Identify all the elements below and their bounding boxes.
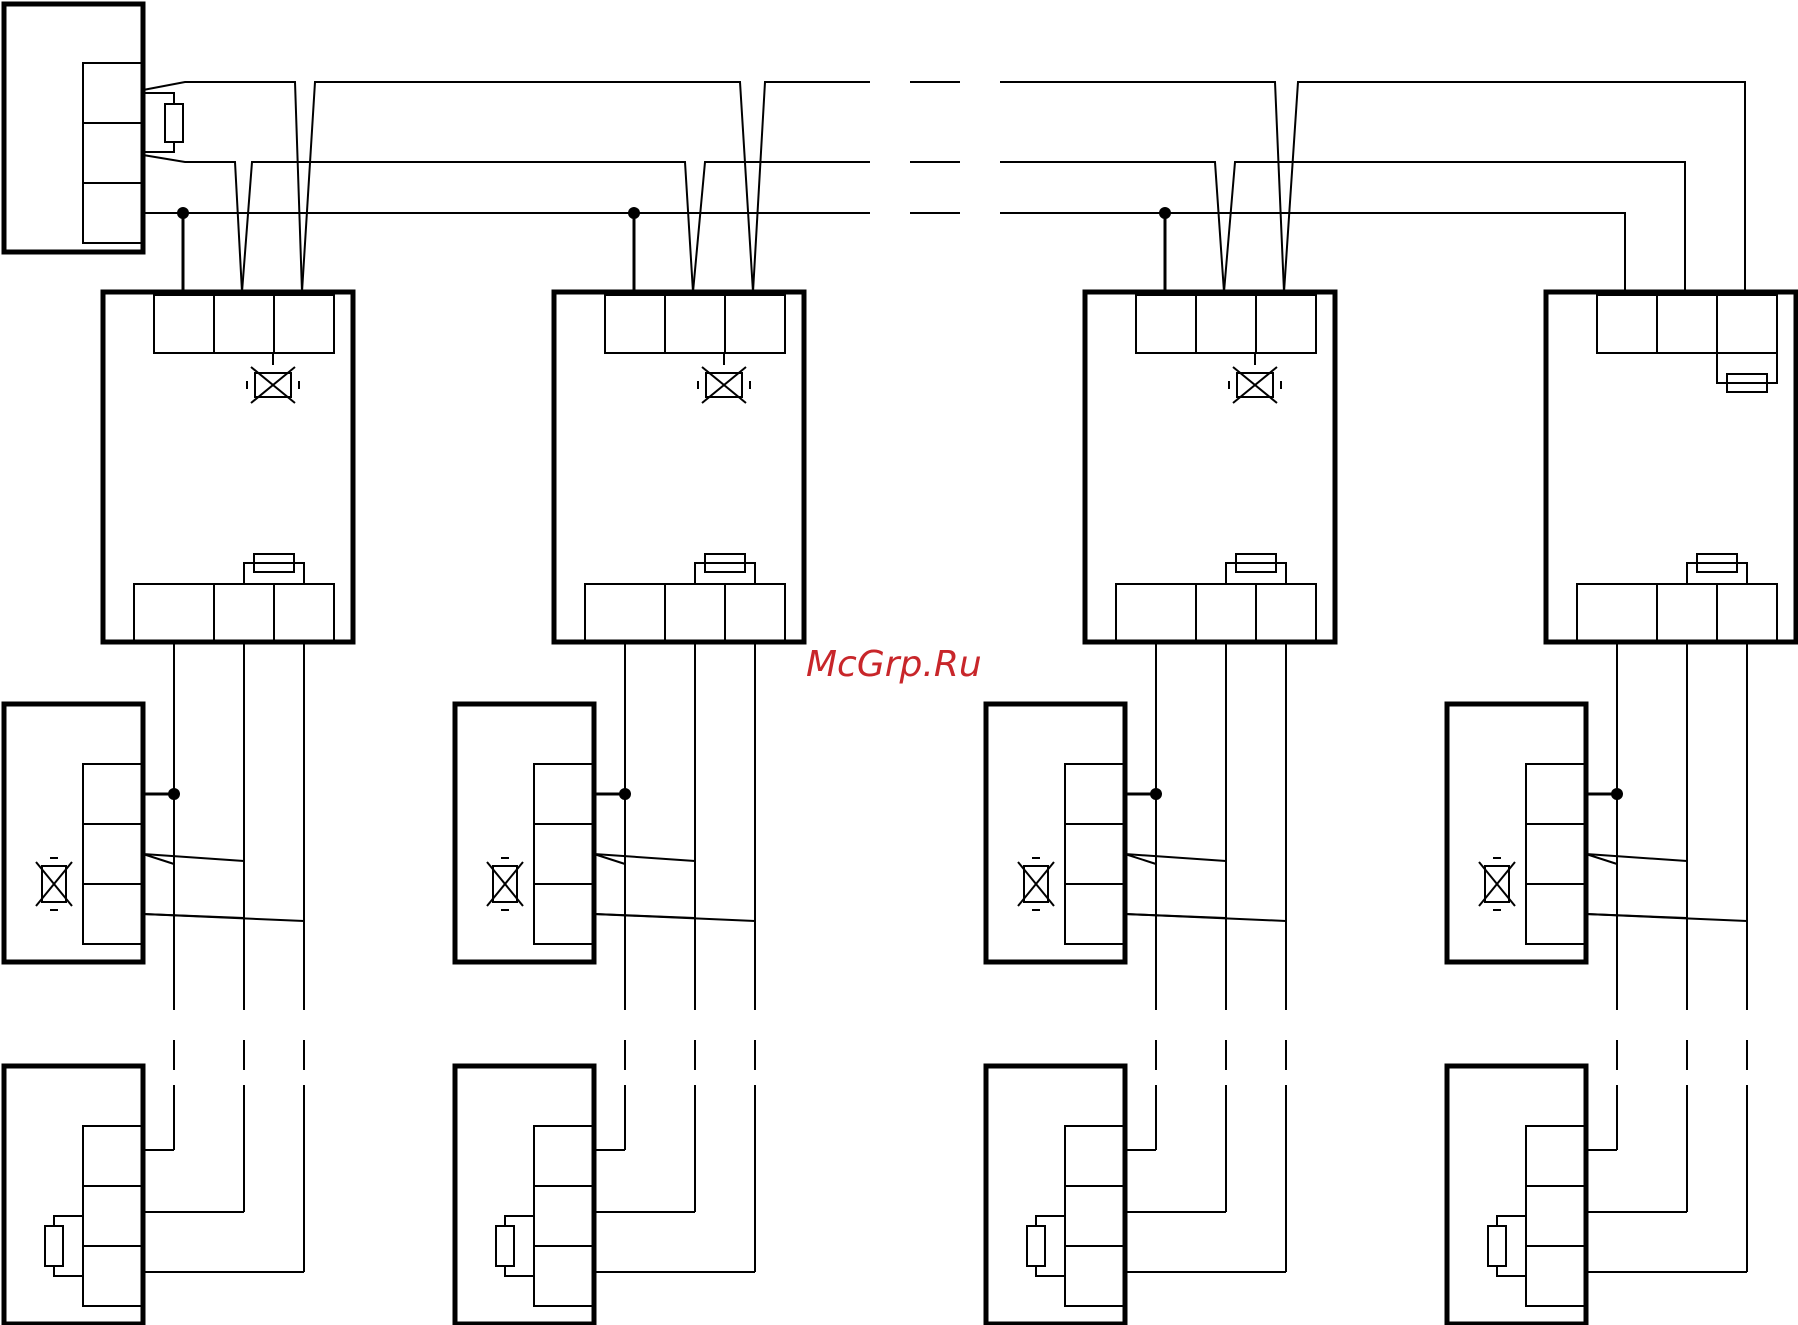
varistor-icon bbox=[247, 367, 299, 403]
resistor-icon bbox=[496, 1226, 514, 1266]
module-box bbox=[554, 292, 804, 642]
module-column bbox=[1447, 292, 1796, 1324]
device-last bbox=[4, 1066, 304, 1324]
resistor-icon bbox=[45, 1226, 63, 1266]
device-last bbox=[1447, 1066, 1747, 1324]
head-unit bbox=[4, 4, 183, 252]
module-column bbox=[986, 292, 1335, 1324]
module-column bbox=[455, 292, 804, 1324]
device-first bbox=[4, 704, 304, 962]
varistor-icon bbox=[1018, 858, 1054, 910]
varistor-icon bbox=[1479, 858, 1515, 910]
module-column bbox=[4, 292, 353, 1324]
termination-resistor-icon bbox=[143, 93, 183, 152]
device-first bbox=[986, 704, 1286, 962]
resistor-icon bbox=[1027, 1226, 1045, 1266]
bus-line-c bbox=[143, 207, 1625, 292]
module-box bbox=[103, 292, 353, 642]
varistor-icon bbox=[698, 367, 750, 403]
bus-line-b bbox=[143, 155, 1685, 292]
watermark-text: McGrp.Ru bbox=[806, 644, 982, 685]
varistor-icon bbox=[487, 858, 523, 910]
device-first bbox=[455, 704, 755, 962]
device-first bbox=[1447, 704, 1747, 962]
resistor-icon bbox=[1488, 1226, 1506, 1266]
varistor-icon bbox=[1229, 367, 1281, 403]
device-last bbox=[986, 1066, 1286, 1324]
device-last bbox=[455, 1066, 755, 1324]
module-box bbox=[1546, 292, 1796, 642]
bus-line-a bbox=[143, 82, 1745, 292]
module-box bbox=[1085, 292, 1335, 642]
varistor-icon bbox=[36, 858, 72, 910]
